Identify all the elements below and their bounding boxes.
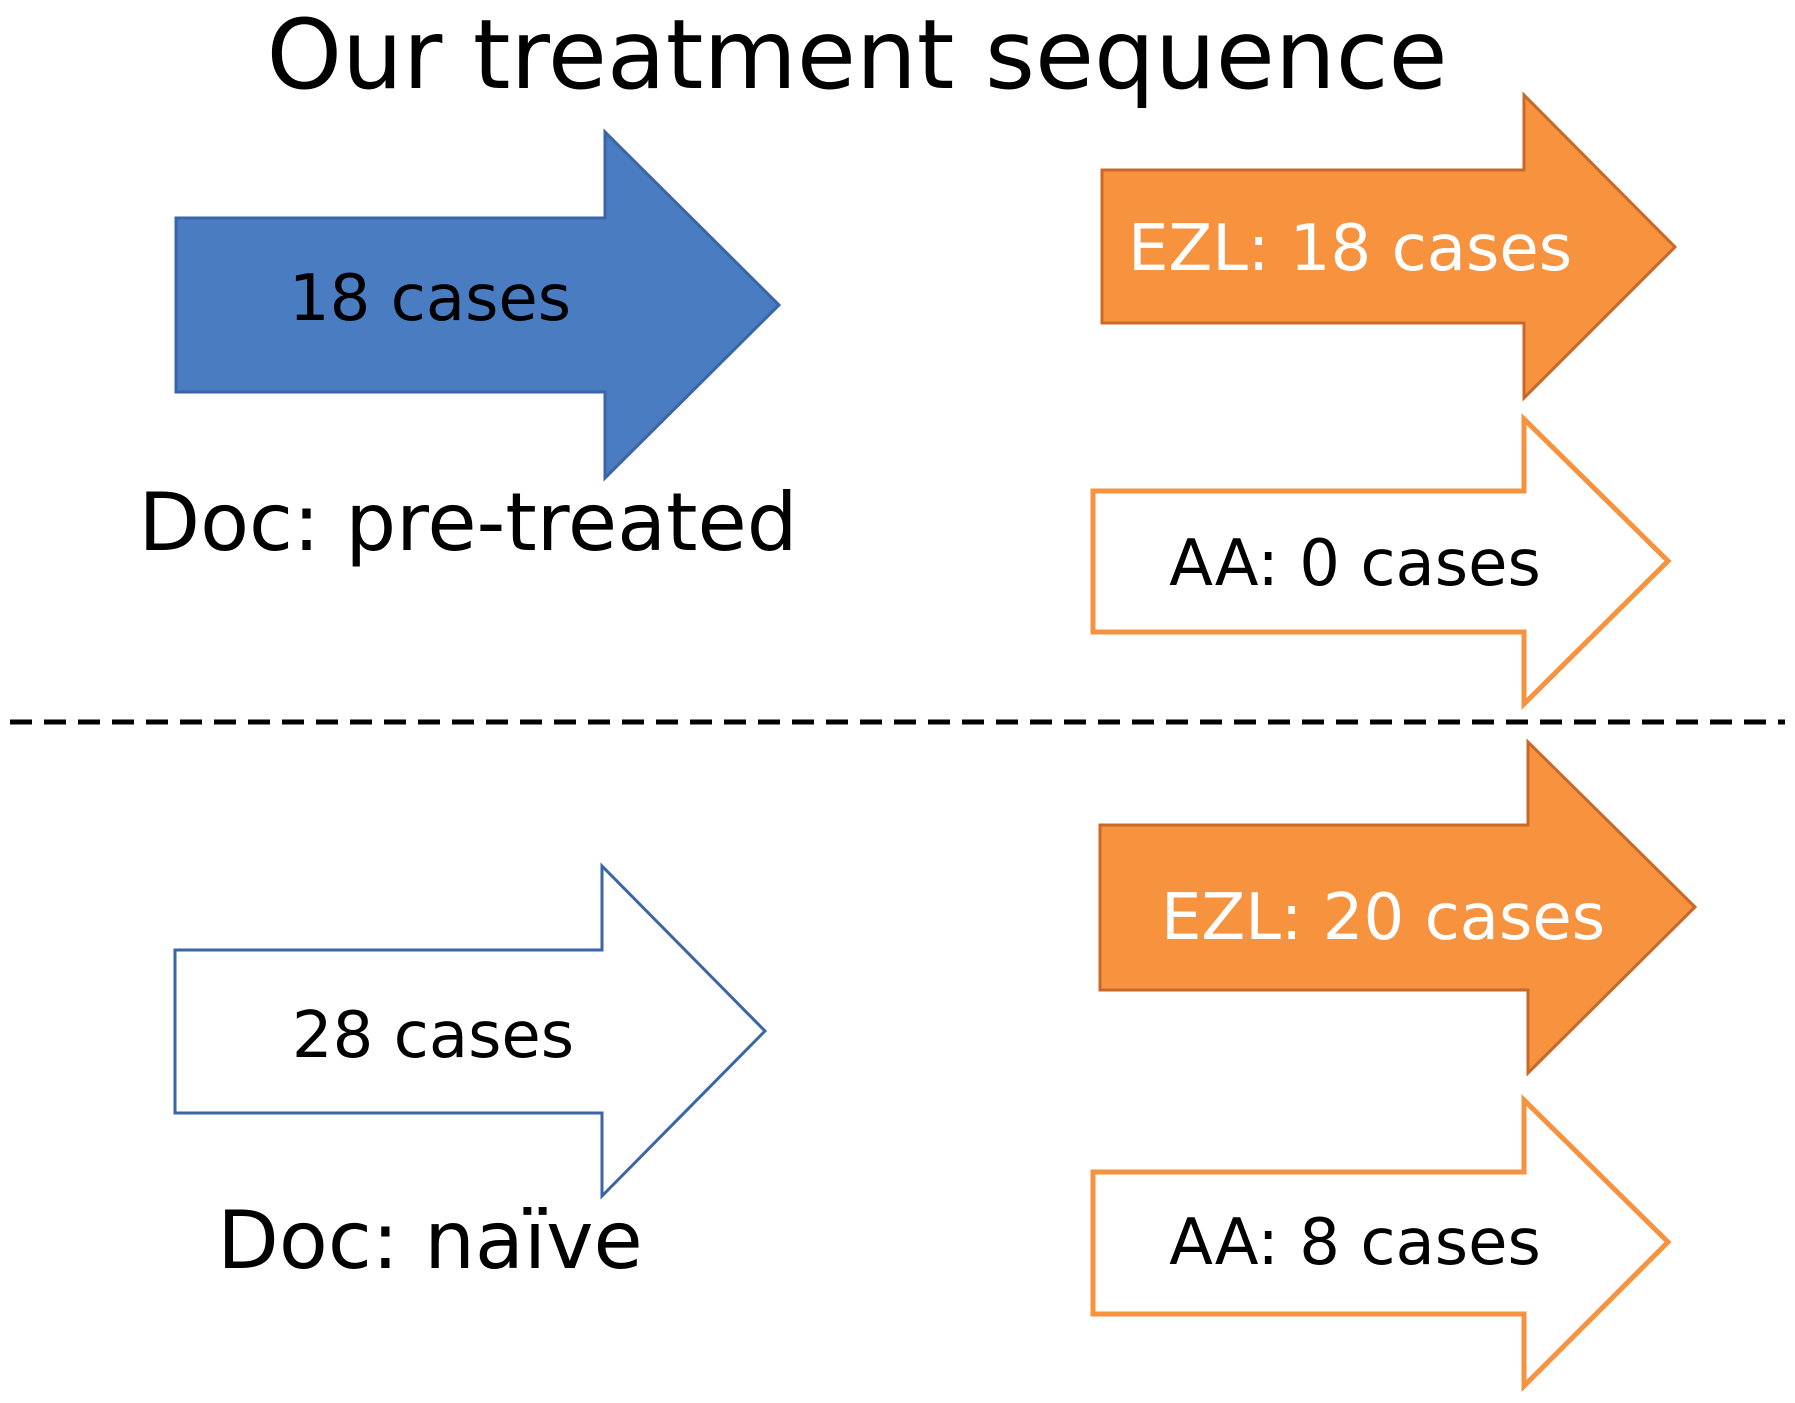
- source-label-pre-treated: 18 cases: [289, 262, 571, 336]
- group-naive: 28 cases Doc: naïve EZL: 20 cases AA: 8 …: [173, 738, 1698, 1393]
- aa-arrow-naive: [1090, 1094, 1672, 1393]
- diagram-title: Our treatment sequence: [266, 0, 1447, 111]
- ezl-label-pre-treated: EZL: 18 cases: [1128, 212, 1572, 286]
- group-label-pre-treated: Doc: pre-treated: [138, 476, 797, 569]
- aa-arrow-pre-treated: [1090, 413, 1672, 711]
- group-label-naive: Doc: naïve: [217, 1194, 642, 1287]
- ezl-arrow-pre-treated: [1100, 91, 1678, 402]
- source-arrow-pre-treated: [174, 128, 782, 482]
- source-arrow-naive: [173, 862, 768, 1200]
- aa-label-pre-treated: AA: 0 cases: [1169, 527, 1541, 601]
- ezl-arrow-naive: [1098, 738, 1698, 1077]
- aa-label-naive: AA: 8 cases: [1169, 1206, 1541, 1280]
- ezl-label-naive: EZL: 20 cases: [1161, 881, 1605, 955]
- source-label-naive: 28 cases: [292, 999, 574, 1073]
- group-pre-treated: 18 cases Doc: pre-treated EZL: 18 cases …: [138, 91, 1678, 711]
